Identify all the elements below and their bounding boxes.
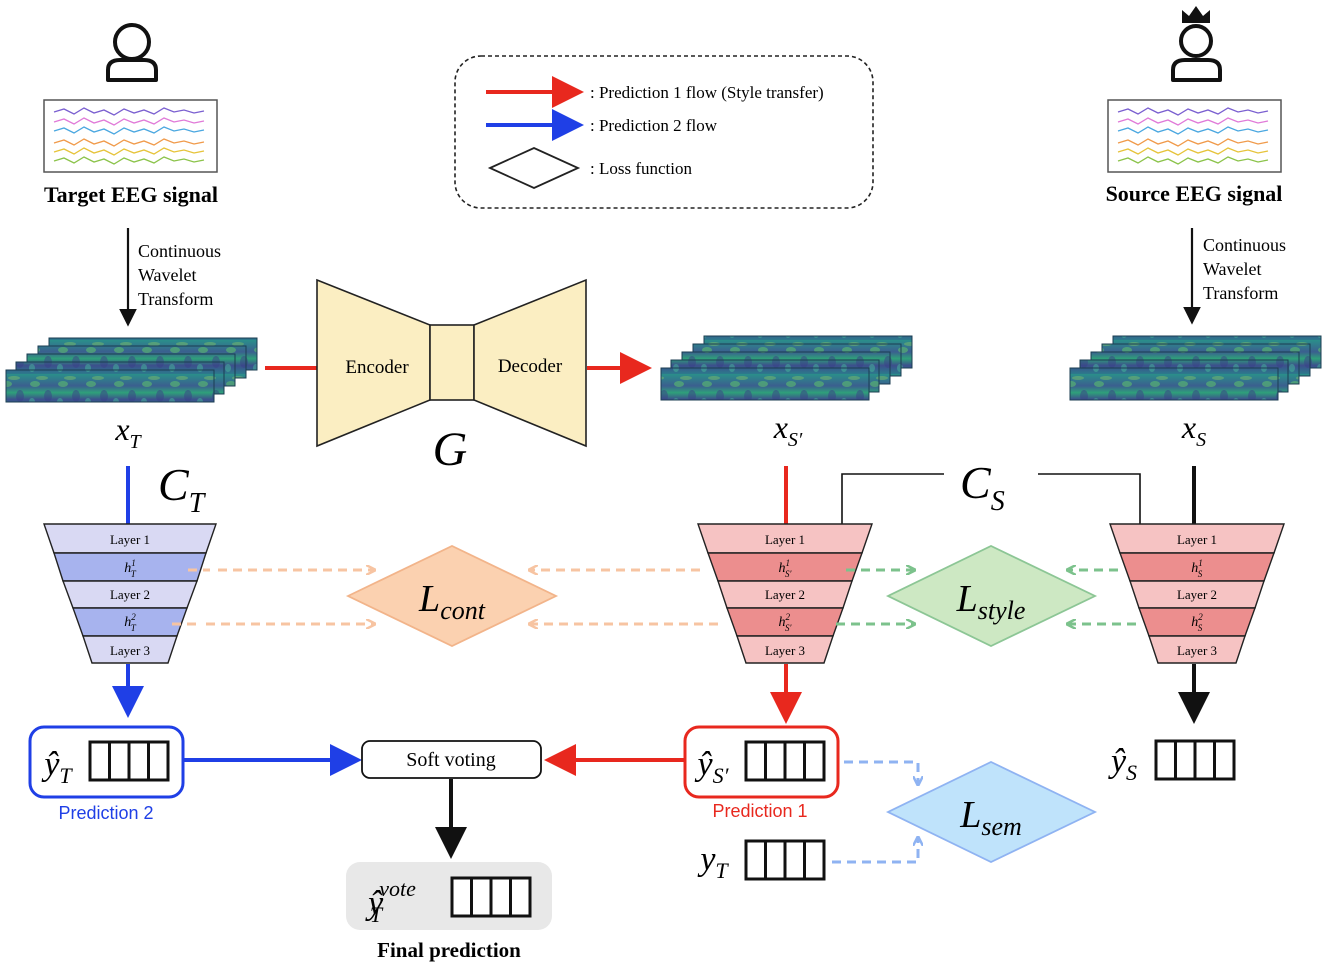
- cont-feature-arrows: [172, 570, 718, 624]
- soft-voting-box: [361, 740, 542, 779]
- source-cwt-label: Continuous Wavelet Transform: [1203, 235, 1291, 303]
- soft-voting-label: Soft voting: [406, 749, 495, 771]
- source-spectrogram-stack: [1069, 335, 1322, 401]
- target-user-icon: [106, 23, 158, 82]
- cs-layer3-label: Layer 3: [1177, 643, 1217, 658]
- target-eeg-thumbnail: [43, 99, 218, 173]
- encoder-label: Encoder: [345, 357, 409, 378]
- generator-label: G: [433, 423, 468, 476]
- yhat-target-vector: [88, 740, 170, 782]
- cs-layer2-label: Layer 2: [1177, 587, 1217, 602]
- x-target-label: xT: [114, 411, 142, 453]
- loss-cont-diamond: [345, 545, 559, 647]
- cs-share-line-left: [841, 473, 944, 524]
- yhat-source-vector: [1154, 739, 1236, 781]
- style-feature-arrows: [836, 570, 1136, 624]
- target-cwt-label: Continuous Wavelet Transform: [138, 241, 226, 309]
- ct-layer3-label: Layer 3: [110, 643, 150, 658]
- legend-blue-label: : Prediction 2 flow: [590, 116, 718, 135]
- legend: : Prediction 1 flow (Style transfer) : P…: [454, 55, 874, 209]
- transferred-spectrogram-stack: [660, 335, 913, 401]
- csp-layer1-label: Layer 1: [765, 532, 805, 547]
- ct-label: CT: [158, 459, 207, 519]
- decoder-label: Decoder: [498, 356, 563, 377]
- target-spectrogram-stack: [5, 337, 258, 403]
- legend-diamond-icon: [487, 147, 581, 189]
- y-target-vector: [744, 839, 826, 881]
- generator: Encoder Decoder: [316, 278, 587, 448]
- final-prediction-caption: Final prediction: [377, 938, 521, 962]
- yhat-target-label: ŷT: [41, 746, 73, 788]
- loss-sem-label: Lsem: [959, 794, 1022, 841]
- yhat-vote-vector: [450, 876, 532, 918]
- cs-layer1-label: Layer 1: [1177, 532, 1217, 547]
- cs-share-line-right: [1038, 473, 1141, 524]
- target-title: Target EEG signal: [44, 182, 218, 207]
- legend-box: [454, 55, 874, 209]
- yhat-source-label: ŷS: [1108, 743, 1137, 785]
- loss-cont-label: Lcont: [418, 578, 486, 625]
- loss-sem-diamond: [885, 761, 1098, 863]
- csp-layer3-label: Layer 3: [765, 643, 805, 658]
- source-title: Source EEG signal: [1106, 181, 1283, 206]
- prediction1-caption: Prediction 1: [712, 801, 807, 821]
- decoder-block: [473, 278, 587, 448]
- legend-red-label: : Prediction 1 flow (Style transfer): [590, 83, 824, 102]
- x-transferred-label: xS′: [773, 409, 803, 451]
- y-target-label: yT: [697, 841, 729, 883]
- loss-style-label: Lstyle: [956, 578, 1026, 625]
- yhat-transferred-vector: [744, 740, 826, 782]
- bottleneck-block: [429, 324, 475, 401]
- source-eeg-thumbnail: [1107, 99, 1282, 173]
- cs-label: CS: [960, 457, 1005, 517]
- prediction2-caption: Prediction 2: [58, 803, 153, 823]
- csp-layer2-label: Layer 2: [765, 587, 805, 602]
- loss-style-diamond: [885, 545, 1098, 647]
- ct-layer1-label: Layer 1: [110, 532, 150, 547]
- ct-layer2-label: Layer 2: [110, 587, 150, 602]
- legend-diamond-label: : Loss function: [590, 159, 692, 178]
- x-source-label: xS: [1181, 409, 1206, 451]
- source-user-crown-icon: [1171, 6, 1222, 82]
- yhat-transferred-label: ŷS′: [695, 746, 730, 788]
